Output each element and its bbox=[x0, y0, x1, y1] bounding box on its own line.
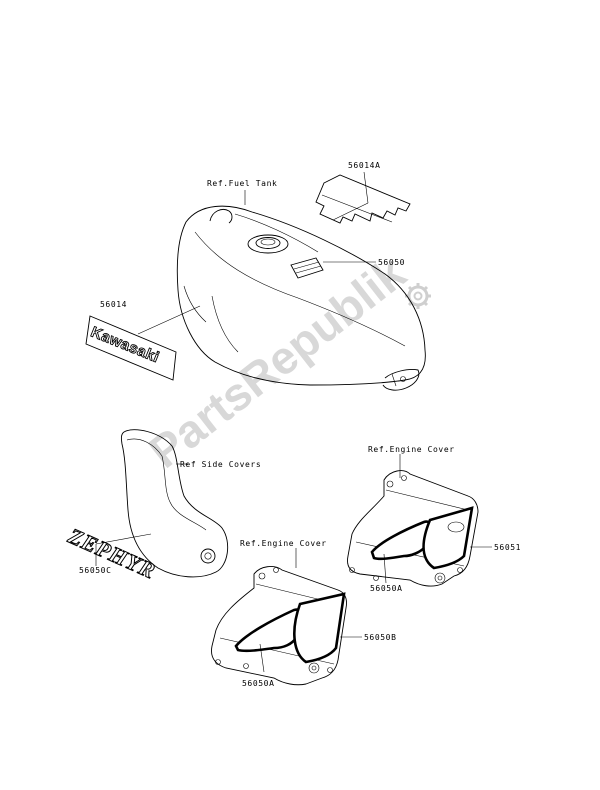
label-ref-fuel-tank: Ref.Fuel Tank bbox=[207, 179, 277, 188]
label-56050c: 56050C bbox=[79, 566, 112, 575]
decal-56050 bbox=[290, 257, 324, 279]
label-ref-side-covers: Ref Side Covers bbox=[180, 460, 261, 469]
leader-56014a-b bbox=[332, 202, 369, 221]
leader-56050a-right bbox=[383, 553, 387, 584]
leader-56014a bbox=[363, 171, 369, 204]
kawasaki-decal: Kawasaki bbox=[85, 315, 177, 381]
engine-cover-upper bbox=[347, 470, 479, 587]
decal-56014a bbox=[315, 174, 411, 224]
leader-56014 bbox=[137, 305, 201, 335]
label-ref-engine-cover-left: Ref.Engine Cover bbox=[240, 539, 327, 548]
label-56051: 56051 bbox=[494, 543, 521, 552]
label-56050: 56050 bbox=[378, 258, 405, 267]
label-56014: 56014 bbox=[100, 300, 127, 309]
side-cover bbox=[120, 429, 229, 578]
engine-cover-lower bbox=[211, 566, 347, 686]
leader-56050a-left bbox=[259, 643, 265, 673]
label-ref-engine-cover-right: Ref.Engine Cover bbox=[368, 445, 455, 454]
label-56050a-right: 56050A bbox=[370, 584, 403, 593]
watermark: PartsRepublik bbox=[139, 246, 415, 478]
label-56014a: 56014A bbox=[348, 161, 381, 170]
leader-56050c bbox=[95, 533, 152, 545]
fuel-tank bbox=[176, 205, 426, 391]
label-56050b: 56050B bbox=[364, 633, 397, 642]
label-56050a-left: 56050A bbox=[242, 679, 275, 688]
watermark-text: PartsRepublik bbox=[139, 246, 415, 478]
